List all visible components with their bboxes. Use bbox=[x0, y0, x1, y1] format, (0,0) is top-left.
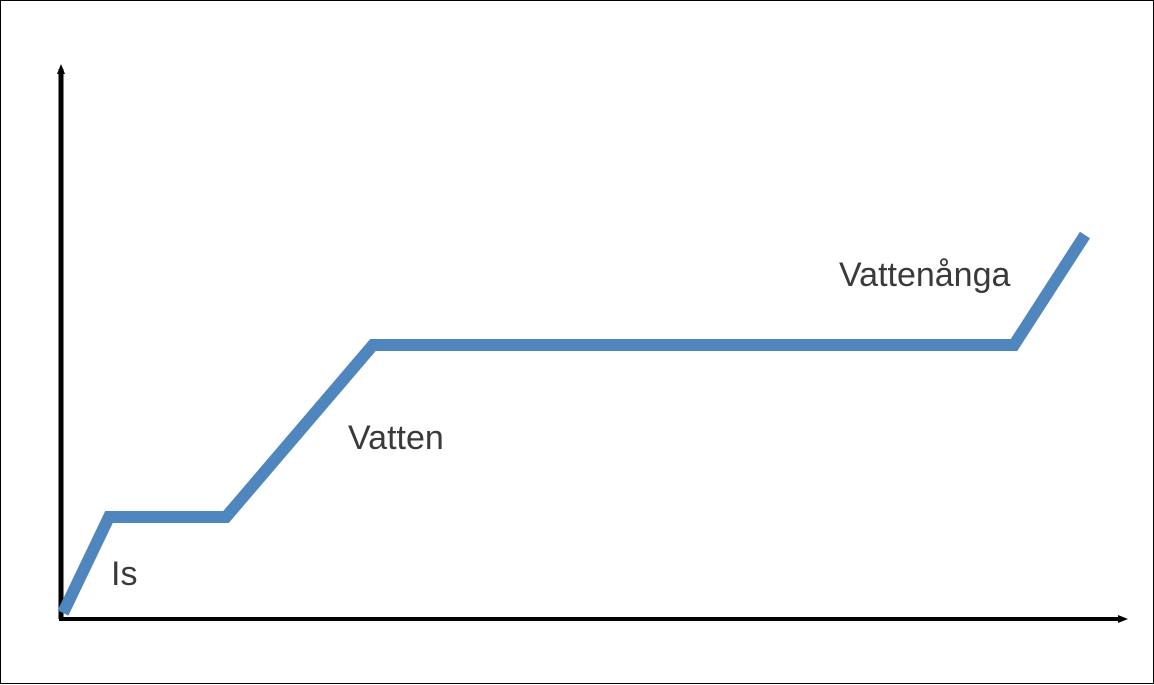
label-steam: Vattenånga bbox=[839, 256, 1011, 294]
heating-curve-line bbox=[57, 231, 1091, 616]
label-water: Vatten bbox=[348, 419, 444, 457]
label-ice: Is bbox=[111, 555, 137, 593]
